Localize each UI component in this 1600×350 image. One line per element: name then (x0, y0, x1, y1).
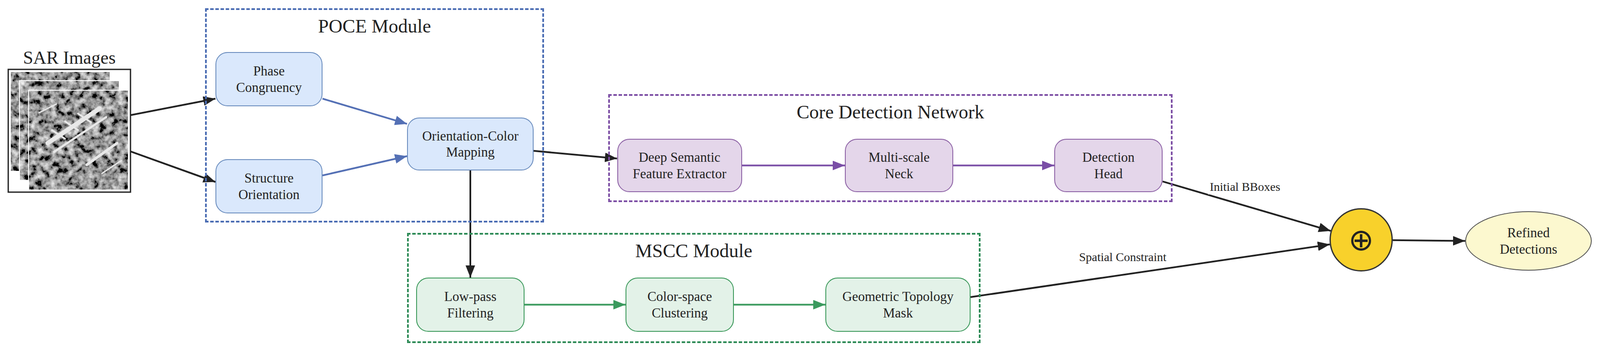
node-label: Low-pass Filtering (433, 288, 508, 321)
process-box: Low-pass Filtering (416, 277, 525, 332)
node-label: Multi-scale Neck (862, 149, 936, 182)
module-group: POCE ModulePhase CongruencyStructure Ori… (205, 8, 545, 223)
arrow-connector (733, 303, 826, 306)
node-label: SAR Images (8, 46, 131, 69)
node-label: Deep Semantic Feature Extractor (625, 149, 734, 182)
arrow-connector (322, 98, 408, 124)
process-box: Orientation-Color Mapping (407, 117, 534, 171)
node-label: Structure Orientation (228, 169, 311, 203)
arrow-connector (469, 170, 472, 278)
node-label: Detection Head (1073, 149, 1144, 182)
process-box: Color-space Clustering (625, 277, 734, 332)
edge-label: Initial BBoxes (1208, 179, 1283, 195)
group-title: Core Detection Network (609, 95, 1171, 124)
image-frame (8, 69, 131, 193)
arrow-connector (130, 151, 216, 182)
process-box: Geometric Topology Mask (825, 277, 971, 332)
module-group: MSCC ModuleLow-pass Filtering Color-space… (407, 232, 981, 343)
process-box: Phase Congruency (215, 52, 323, 107)
output-ellipse: Refined Detections (1465, 211, 1592, 271)
process-box: Multi-scale Neck (844, 138, 954, 193)
node-label: Refined Detections (1491, 224, 1566, 257)
edge-label: Spatial Constraint (1077, 249, 1168, 265)
arrow-connector (524, 303, 626, 306)
group-title: MSCC Module (408, 234, 979, 263)
node-label: Color-space Clustering (642, 288, 717, 321)
arrow-connector (322, 156, 408, 176)
arrow-connector (953, 164, 1055, 167)
operator-symbol: ⊕ (1348, 224, 1375, 255)
arrow-connector (533, 150, 618, 159)
process-box: Deep Semantic Feature Extractor (617, 138, 743, 193)
module-group: Core Detection NetworkDeep Semantic Feat… (608, 94, 1173, 203)
arrow-connector (1392, 240, 1466, 242)
node-label: Geometric Topology Mask (837, 288, 959, 321)
node-label: Phase Congruency (228, 62, 311, 95)
bright-structures (39, 104, 122, 174)
process-box: Detection Head (1054, 138, 1163, 193)
arrow-connector (130, 98, 216, 116)
arrow-connector (742, 164, 846, 167)
group-title: POCE Module (206, 9, 543, 39)
process-box: Structure Orientation (215, 159, 323, 214)
image-edge (28, 90, 129, 190)
node-label: Orientation-Color Mapping (416, 127, 525, 160)
arrow-connector (970, 244, 1330, 297)
image-input: SAR Images (8, 46, 131, 193)
sum-circle: ⊕ (1329, 208, 1393, 272)
sar-image-front (28, 90, 129, 190)
